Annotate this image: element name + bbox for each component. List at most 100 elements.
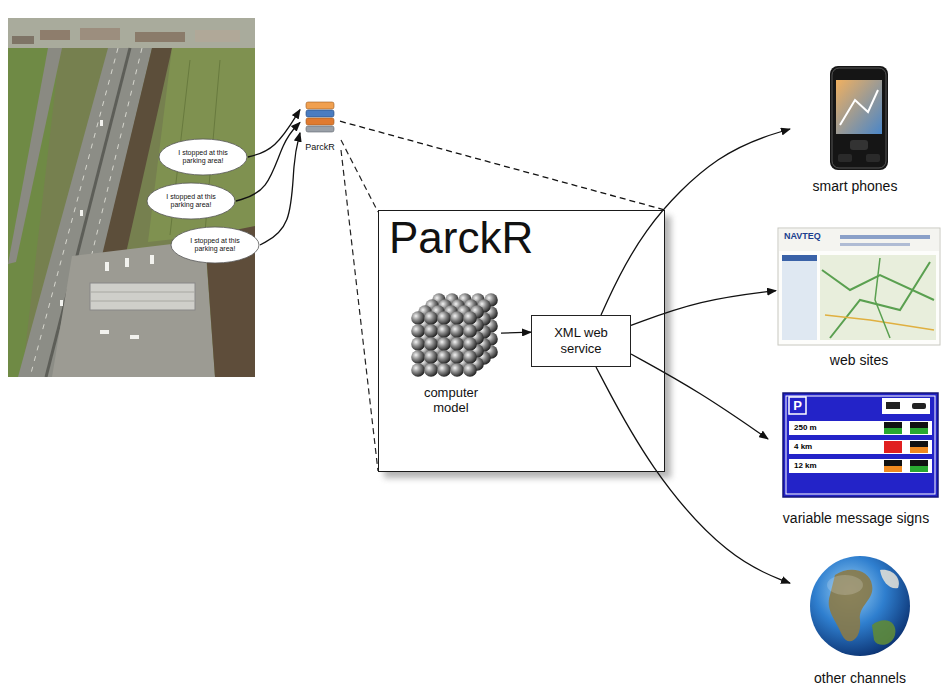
message-sign-illustration — [786, 396, 935, 494]
sphere — [437, 350, 451, 364]
vehicles — [105, 262, 109, 271]
channel-node-text: other channels — [814, 670, 906, 687]
service-building — [90, 283, 195, 310]
message-sign-illustration — [912, 403, 926, 409]
vehicles — [100, 120, 103, 126]
side-road — [8, 48, 62, 264]
website-illustration — [782, 255, 817, 261]
cube-illustration — [411, 293, 498, 377]
channel-node-text: web sites — [830, 352, 888, 369]
phone-illustration — [866, 154, 880, 162]
globe-illustration — [880, 570, 899, 589]
vehicles — [60, 300, 63, 306]
message-sign-illustration — [910, 460, 928, 466]
message-sign-illustration — [789, 421, 932, 435]
website-illustration — [840, 235, 930, 239]
sphere — [450, 363, 464, 377]
aerial-photo — [8, 18, 255, 377]
vehicles — [100, 330, 109, 334]
globe-illustration — [827, 575, 863, 595]
town-texture — [12, 36, 34, 44]
message-sign-illustration — [910, 447, 928, 453]
sphere — [411, 324, 425, 338]
connector — [601, 129, 790, 315]
parckr-icon-graphic — [306, 110, 334, 117]
sign-distance: 4 km — [794, 443, 812, 451]
connector — [260, 133, 300, 245]
zoom-lines — [341, 140, 378, 471]
sphere — [411, 311, 425, 325]
sign-symbol: P — [789, 399, 806, 412]
message-sign-illustration — [884, 422, 902, 428]
sphere — [463, 350, 477, 364]
message-sign-illustration — [789, 397, 806, 414]
globe-illustration — [810, 556, 910, 656]
brand-text: NAVTEQ — [784, 232, 821, 241]
vehicles — [80, 210, 83, 216]
service-icon-text: ParckR — [305, 142, 335, 153]
channel-node-text: smart phones — [813, 178, 898, 195]
website-illustration — [778, 228, 940, 345]
sphere — [424, 324, 438, 338]
message-sign-illustration — [789, 440, 932, 454]
sphere — [450, 350, 464, 364]
bubble-outline — [171, 227, 259, 263]
model-node-text: computer model — [414, 385, 489, 416]
zoom-lines — [341, 150, 378, 471]
bubble-outline — [159, 139, 247, 175]
phone-illustration — [832, 68, 886, 168]
sign-distance: 12 km — [794, 462, 817, 470]
message-sign-illustration — [884, 460, 902, 466]
system-box-text: ParckR — [389, 213, 533, 264]
sphere — [424, 311, 438, 325]
system-box-ground — [378, 210, 671, 478]
phone-illustration — [838, 154, 852, 162]
message-sign-illustration — [910, 422, 928, 428]
sphere — [437, 363, 451, 377]
speech-bubble-text: I stopped at this parking area! — [170, 149, 236, 165]
sphere — [463, 311, 477, 325]
phone-illustration — [836, 80, 882, 134]
town-texture — [80, 28, 120, 40]
service-box: XML web service — [531, 315, 631, 367]
message-sign-illustration — [884, 447, 902, 453]
connector — [248, 110, 300, 157]
aerial-photo — [8, 18, 255, 48]
speech-bubble-text: I stopped at this parking area! — [182, 237, 248, 253]
website-illustration — [875, 258, 890, 338]
website-illustration — [778, 228, 940, 345]
sphere — [437, 311, 451, 325]
channel-node: other channels — [790, 553, 930, 690]
town-texture — [40, 30, 70, 40]
website-illustration — [840, 243, 910, 246]
message-sign-illustration — [884, 428, 902, 434]
field — [148, 48, 255, 242]
sphere — [437, 324, 451, 338]
website-illustration — [825, 315, 934, 330]
channel-node: smart phones — [790, 60, 920, 198]
roof-line — [90, 301, 195, 302]
phone-illustration — [850, 140, 868, 150]
vehicles — [60, 120, 154, 339]
sphere — [450, 337, 464, 351]
message-sign-illustration — [884, 441, 902, 447]
message-sign-illustration — [783, 393, 938, 497]
connector — [340, 121, 665, 210]
connector — [596, 367, 790, 583]
channel-node: web sites — [776, 224, 942, 372]
connector — [631, 291, 776, 326]
parckr-icon-graphic — [306, 102, 334, 132]
sphere — [411, 363, 425, 377]
globe-illustration — [872, 620, 895, 645]
speech-bubble: I stopped at this parking area! — [158, 138, 248, 176]
sphere — [424, 363, 438, 377]
sphere — [411, 350, 425, 364]
message-sign-illustration — [910, 466, 928, 472]
message-sign-illustration — [882, 398, 930, 414]
vehicles — [130, 335, 139, 339]
sphere — [424, 337, 438, 351]
parckr-icon-graphic — [306, 102, 334, 109]
speech-bubble: I stopped at this parking area! — [170, 226, 260, 264]
